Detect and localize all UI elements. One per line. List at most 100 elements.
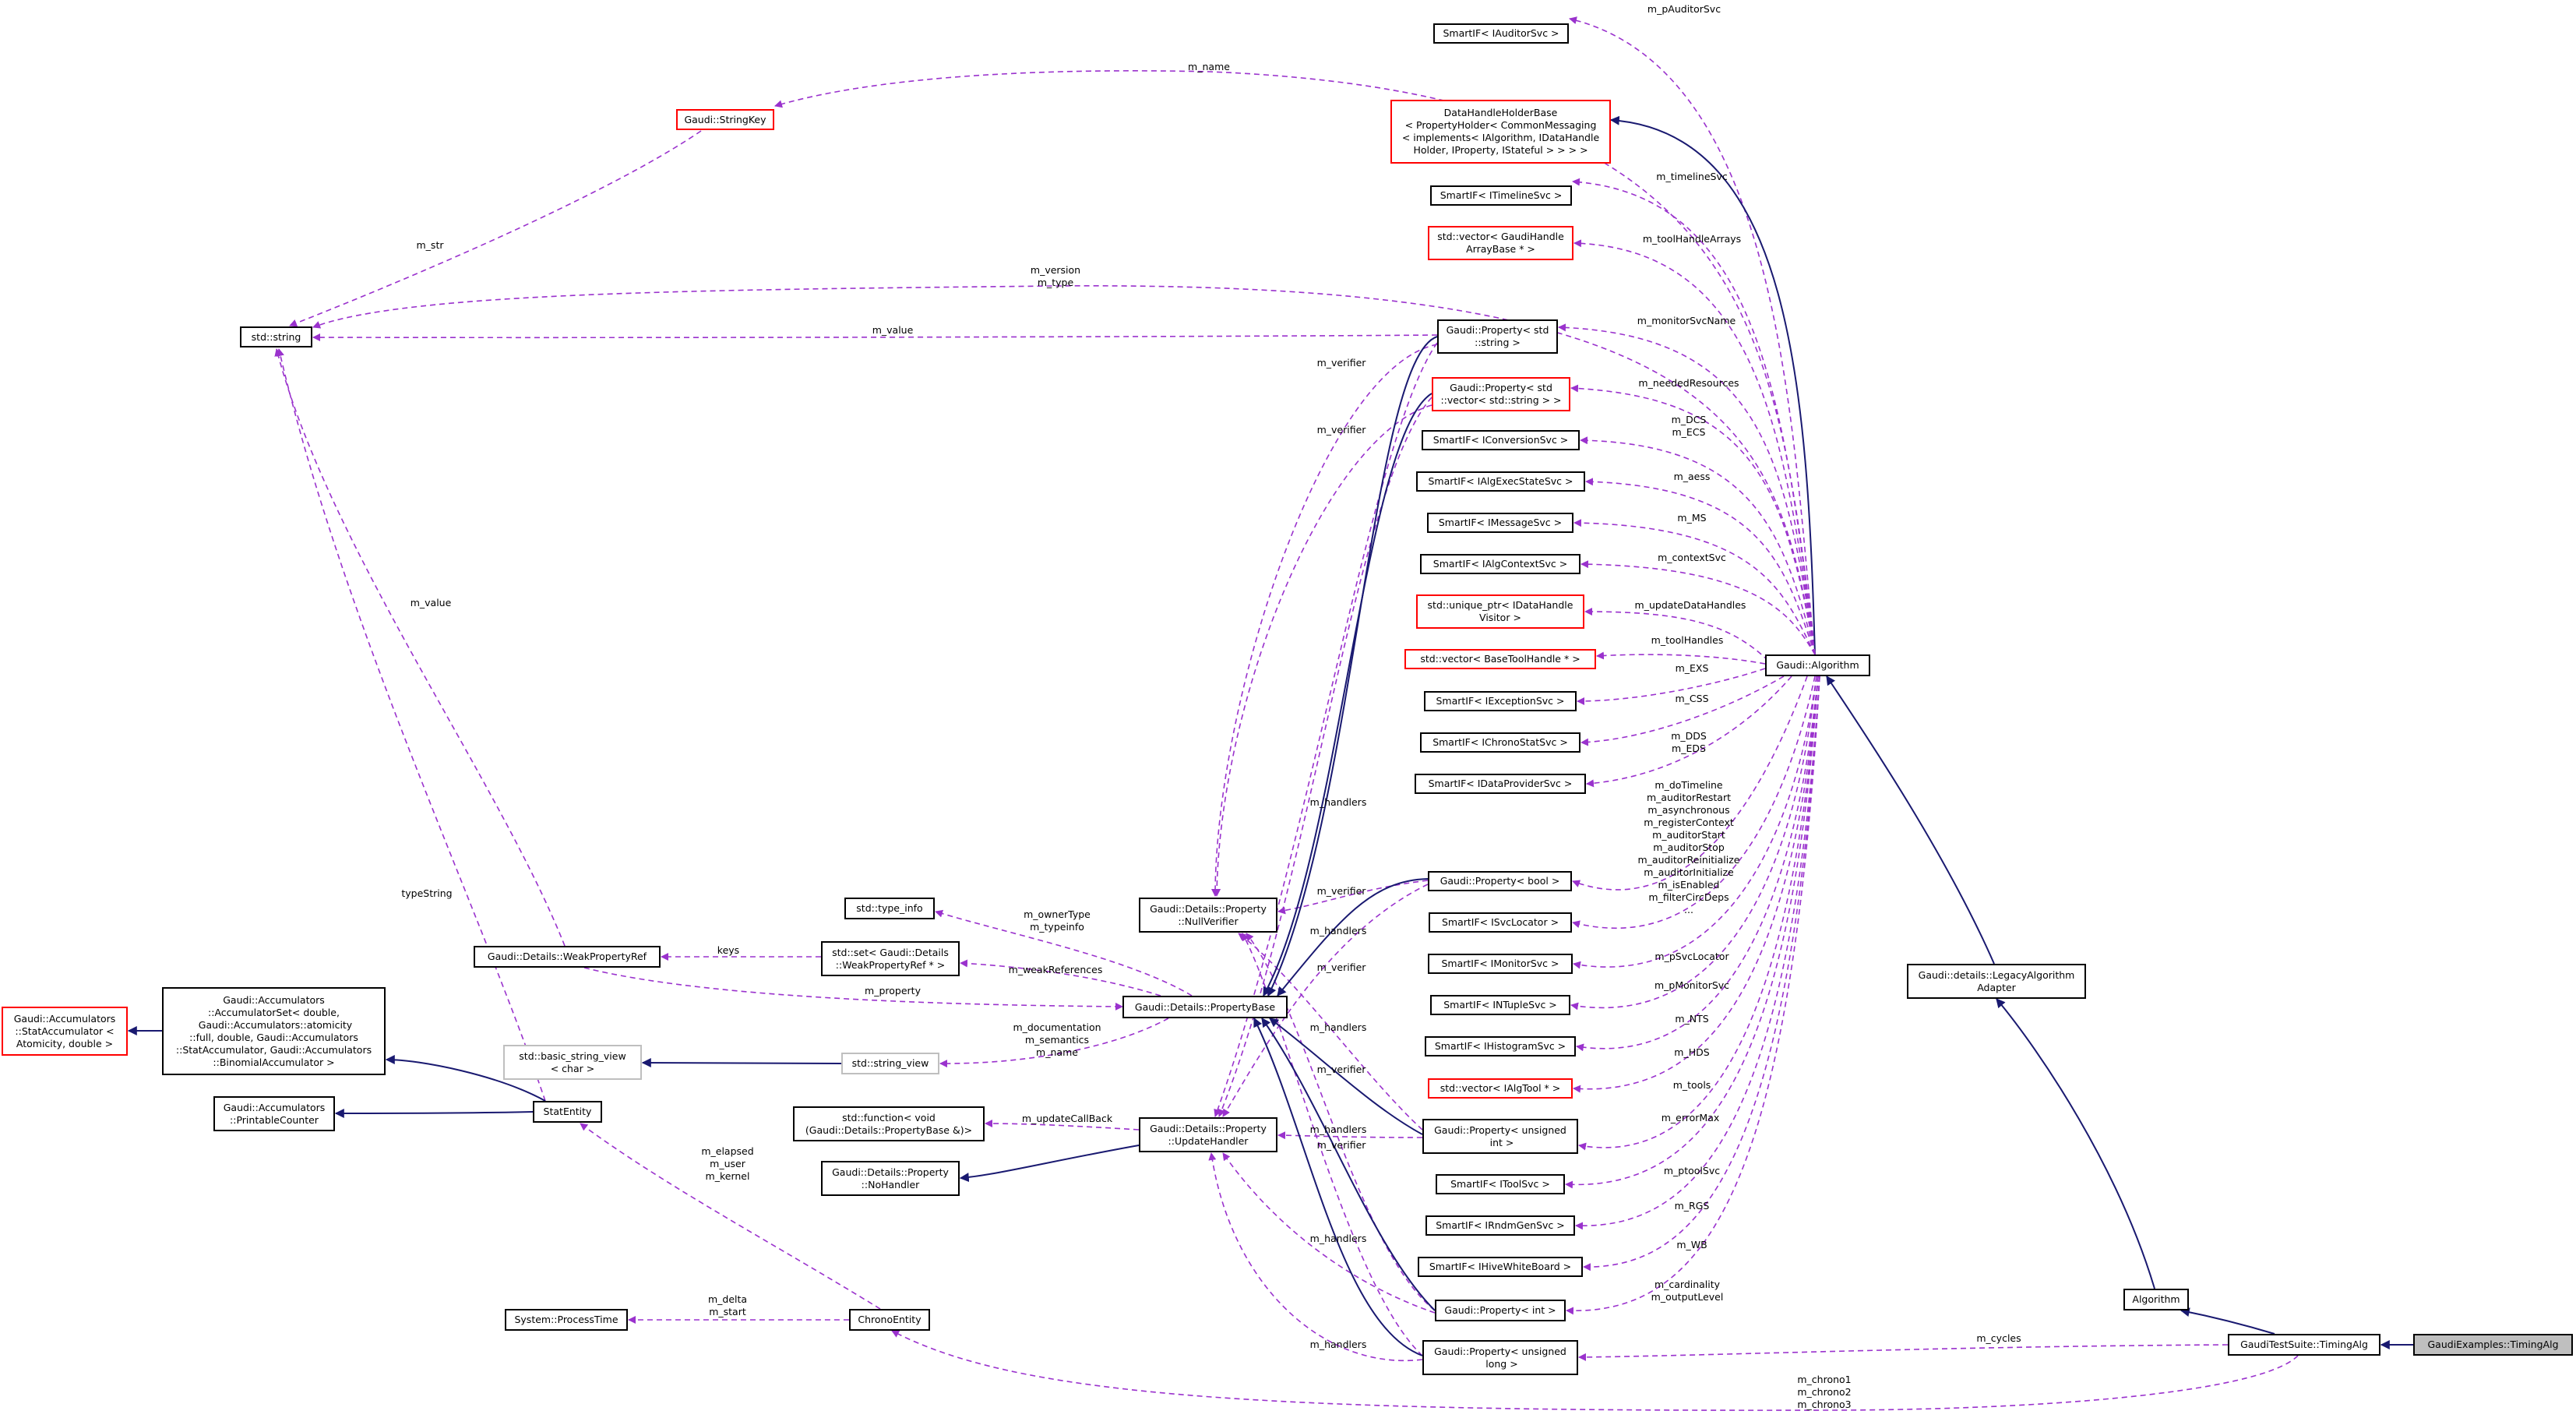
node-smartif-ialgexecstatesvc[interactable]: SmartIF< IAlgExecStateSvc >	[1416, 471, 1585, 492]
node-std-type-info[interactable]: std::type_info	[844, 898, 935, 919]
node-smartif-ihivewhiteboard[interactable]: SmartIF< IHiveWhiteBoard >	[1418, 1257, 1583, 1277]
node-smartif-itoolsvc[interactable]: SmartIF< IToolSvc >	[1436, 1174, 1565, 1194]
edge-label-m-pauditorsvc: m_pAuditorSvc	[1647, 3, 1721, 15]
edge-label-m-delta-start: m_delta m_start	[707, 1293, 748, 1317]
edge-label-m-name: m_name	[1188, 61, 1230, 72]
node-smartif-iconversionsvc[interactable]: SmartIF< IConversionSvc >	[1422, 430, 1580, 450]
node-timingalg-testsuite[interactable]: GaudiTestSuite::TimingAlg	[2228, 1334, 2380, 1356]
edge-label-m-handlers-4: m_handlers	[1309, 1123, 1367, 1135]
node-nohandler[interactable]: Gaudi::Details::Property ::NoHandler	[821, 1161, 960, 1196]
edge-label-m-psvclocator: m_pSvcLocator	[1654, 951, 1729, 962]
node-std-string[interactable]: std::string	[240, 326, 312, 347]
edge-m-elapsed	[580, 1123, 881, 1310]
edge-label-m-verifier-4: m_verifier	[1316, 961, 1366, 973]
edge-m-weakreferences	[960, 959, 1161, 996]
node-nullverifier[interactable]: Gaudi::Details::Property ::NullVerifier	[1139, 898, 1277, 933]
node-smartif-imonitorsvc[interactable]: SmartIF< IMonitorSvc >	[1428, 954, 1573, 974]
node-std-string-view[interactable]: std::string_view	[841, 1053, 939, 1074]
edge-m-ms	[1573, 519, 1816, 655]
node-property-unsigned-int[interactable]: Gaudi::Property< unsigned int >	[1422, 1119, 1578, 1154]
node-system-processtime[interactable]: System::ProcessTime	[505, 1309, 628, 1331]
edge-m-cardinality	[1566, 675, 1820, 1315]
edge-inh-testsuite-algorithm	[2180, 1307, 2275, 1335]
edge-inh-stringview-basic	[641, 1058, 842, 1068]
edge-inh-algorithm-legacy	[1996, 998, 2155, 1289]
node-smartif-irndmgensvc[interactable]: SmartIF< IRndmGenSvc >	[1425, 1215, 1575, 1236]
node-updatehandler[interactable]: Gaudi::Details::Property ::UpdateHandler	[1139, 1117, 1277, 1152]
edge-m-hds	[1576, 675, 1819, 1052]
node-gaudi-algorithm[interactable]: Gaudi::Algorithm	[1765, 654, 1870, 676]
node-property-unsigned-long[interactable]: Gaudi::Property< unsigned long >	[1422, 1340, 1578, 1375]
edge-m-aess	[1585, 478, 1816, 655]
node-smartif-iauditorsvc[interactable]: SmartIF< IAuditorSvc >	[1433, 23, 1569, 44]
node-unique-ptr-idatahandlevisitor[interactable]: std::unique_ptr< IDataHandle Visitor >	[1416, 594, 1584, 629]
edge-m-flags	[1572, 675, 1808, 891]
node-set-weakpropertyref[interactable]: std::set< Gaudi::Details ::WeakPropertyR…	[821, 941, 960, 976]
edge-label-m-wb: m_WB	[1676, 1239, 1707, 1250]
node-std-function[interactable]: std::function< void (Gaudi::Details::Pro…	[793, 1106, 985, 1141]
node-legacyalgorithmadapter[interactable]: Gaudi::details::LegacyAlgorithm Adapter	[1907, 964, 2086, 999]
node-smartif-idataprovidersvc[interactable]: SmartIF< IDataProviderSvc >	[1415, 774, 1586, 794]
edge-m-pauditorsvc	[1569, 16, 1816, 655]
edge-m-dcs-ecs	[1580, 436, 1816, 655]
edge-m-name	[774, 70, 1816, 655]
node-vector-basetoolhandle[interactable]: std::vector< BaseToolHandle * >	[1404, 649, 1596, 669]
node-smartif-imessagesvc[interactable]: SmartIF< IMessageSvc >	[1427, 513, 1573, 533]
edge-label-m-verifier-1: m_verifier	[1316, 357, 1366, 369]
edge-m-pmonitorsvc	[1573, 675, 1817, 969]
edge-label-m-neededresources: m_neededResources	[1638, 377, 1739, 389]
edge-label-m-cycles: m_cycles	[1976, 1332, 2021, 1344]
edge-label-m-property: m_property	[865, 985, 921, 996]
edge-datahandleholderbase	[1609, 115, 1816, 655]
node-vector-gaudihandlearraybase[interactable]: std::vector< GaudiHandle ArrayBase * >	[1428, 226, 1573, 260]
node-vector-ialgtool[interactable]: std::vector< IAlgTool * >	[1428, 1078, 1573, 1099]
node-basic-string-view[interactable]: std::basic_string_view < char >	[503, 1045, 642, 1080]
node-property-int[interactable]: Gaudi::Property< int >	[1435, 1300, 1566, 1321]
node-accumulatorset[interactable]: Gaudi::Accumulators ::AccumulatorSet< do…	[162, 987, 386, 1075]
node-timingalg-examples[interactable]: GaudiExamples::TimingAlg	[2413, 1334, 2573, 1356]
node-weakpropertyref[interactable]: Gaudi::Details::WeakPropertyRef	[474, 946, 661, 968]
node-smartif-ihistogramsvc[interactable]: SmartIF< IHistogramSvc >	[1425, 1036, 1576, 1056]
node-smartif-iexceptionsvc[interactable]: SmartIF< IExceptionSvc >	[1424, 691, 1577, 711]
edge-m-neededresources	[1570, 384, 1816, 655]
edge-int-handlers	[1222, 1152, 1436, 1314]
edge-m-updatedatahandles	[1584, 608, 1769, 661]
edge-label-m-dcs-ecs: m_DCS m_ECS	[1671, 414, 1707, 438]
edge-uint-handlers	[1277, 1131, 1423, 1140]
edge-label-m-updatedatahandles: m_updateDataHandles	[1634, 599, 1746, 611]
edge-int-verifier	[1246, 933, 1436, 1311]
node-property-std-string[interactable]: Gaudi::Property< std ::string >	[1437, 319, 1558, 354]
edge-inh-pvector-base	[1263, 393, 1432, 997]
node-statentity[interactable]: StatEntity	[533, 1101, 602, 1123]
edge-label-m-handlers-3: m_handlers	[1309, 1021, 1367, 1033]
node-smartif-intuplesvc[interactable]: SmartIF< INTupleSvc >	[1430, 995, 1570, 1015]
edge-inh-legacy-gaudialg	[1826, 675, 1995, 965]
node-statacc[interactable]: Gaudi::Accumulators ::StatAccumulator < …	[2, 1007, 128, 1056]
edge-m-ptoolsvc	[1565, 675, 1819, 1189]
node-printablecounter[interactable]: Gaudi::Accumulators ::PrintableCounter	[213, 1096, 335, 1131]
edge-label-m-version-type: m_version m_type	[1030, 264, 1081, 288]
node-smartif-itimelinesvc[interactable]: SmartIF< ITimelineSvc >	[1430, 185, 1572, 206]
edge-label-m-rgs: m_RGS	[1674, 1200, 1710, 1212]
edge-label-m-value-left: m_value	[410, 597, 452, 608]
node-gaudi-stringkey[interactable]: Gaudi::StringKey	[676, 109, 774, 130]
edge-string-handlers	[1214, 342, 1438, 1117]
edge-label-m-flags: m_doTimeline m_auditorRestart m_asynchro…	[1637, 779, 1740, 915]
node-propertybase[interactable]: Gaudi::Details::PropertyBase	[1122, 996, 1288, 1018]
node-smartif-ialgcontextsvc[interactable]: SmartIF< IAlgContextSvc >	[1420, 554, 1580, 574]
node-datahandleholderbase[interactable]: DataHandleHolderBase < PropertyHolder< C…	[1390, 100, 1611, 164]
edge-label-m-str: m_str	[416, 239, 444, 251]
node-smartif-ichronostatsvc[interactable]: SmartIF< IChronoStatSvc >	[1420, 732, 1580, 753]
edge-label-m-documentation: m_documentation m_semantics m_name	[1013, 1021, 1101, 1058]
node-chronoentity[interactable]: ChronoEntity	[849, 1309, 930, 1331]
edge-m-property	[583, 967, 1123, 1011]
edge-m-wb	[1583, 675, 1820, 1272]
node-smartif-isvclocator[interactable]: SmartIF< ISvcLocator >	[1429, 912, 1572, 933]
node-algorithm[interactable]: Algorithm	[2123, 1289, 2189, 1310]
edge-ulong-verifier	[1242, 933, 1423, 1356]
node-property-vector-string[interactable]: Gaudi::Property< std ::vector< std::stri…	[1432, 377, 1570, 411]
edge-inh-statentity-accumulatorset	[385, 1055, 546, 1102]
edge-m-toolhandlearrays	[1573, 239, 1816, 655]
edge-label-m-tools: m_tools	[1672, 1079, 1711, 1091]
node-property-bool[interactable]: Gaudi::Property< bool >	[1428, 871, 1572, 891]
